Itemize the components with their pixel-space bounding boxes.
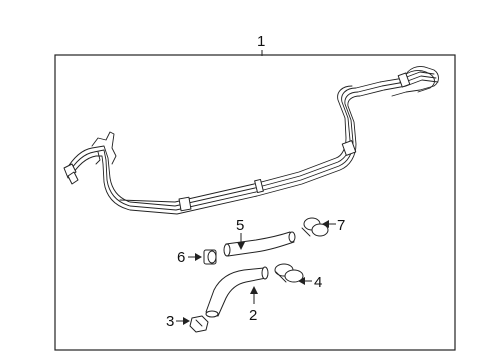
callout-4[interactable]: 4 xyxy=(298,274,322,291)
line-clip-middle xyxy=(254,178,264,194)
callout-4-label: 4 xyxy=(314,274,322,291)
line-clip-right xyxy=(341,140,357,156)
callout-6-label: 6 xyxy=(177,249,185,266)
part-2-lower-hose xyxy=(205,266,269,318)
right-fitting xyxy=(397,72,411,88)
callout-2-arrow xyxy=(250,286,258,294)
part-5-upper-hose xyxy=(223,231,296,257)
callout-7-arrow xyxy=(322,220,329,228)
callout-6-arrow xyxy=(195,253,202,261)
part-7-clamp xyxy=(301,217,329,237)
callout-1[interactable]: 1 xyxy=(257,33,265,56)
cooler-line-assembly xyxy=(63,66,439,215)
callout-3-label: 3 xyxy=(166,313,174,330)
callout-2[interactable]: 2 xyxy=(249,286,258,324)
callout-2-label: 2 xyxy=(249,307,257,324)
part-4-clamp xyxy=(274,263,304,283)
callout-3[interactable]: 3 xyxy=(166,313,190,330)
line-clip-left xyxy=(178,196,192,212)
callout-6[interactable]: 6 xyxy=(177,249,202,266)
callout-7-label: 7 xyxy=(337,217,345,234)
left-fitting xyxy=(63,163,77,179)
part-3-clip xyxy=(189,315,209,333)
callout-5[interactable]: 5 xyxy=(236,217,245,250)
part-6-clamp xyxy=(203,249,217,265)
assembly-frame xyxy=(54,54,456,351)
callout-4-arrow xyxy=(298,277,305,285)
callout-5-arrow xyxy=(237,242,245,250)
callout-5-label: 5 xyxy=(236,217,244,234)
callout-3-arrow xyxy=(183,317,190,325)
callout-1-label: 1 xyxy=(257,33,265,50)
callout-7[interactable]: 7 xyxy=(322,217,345,234)
